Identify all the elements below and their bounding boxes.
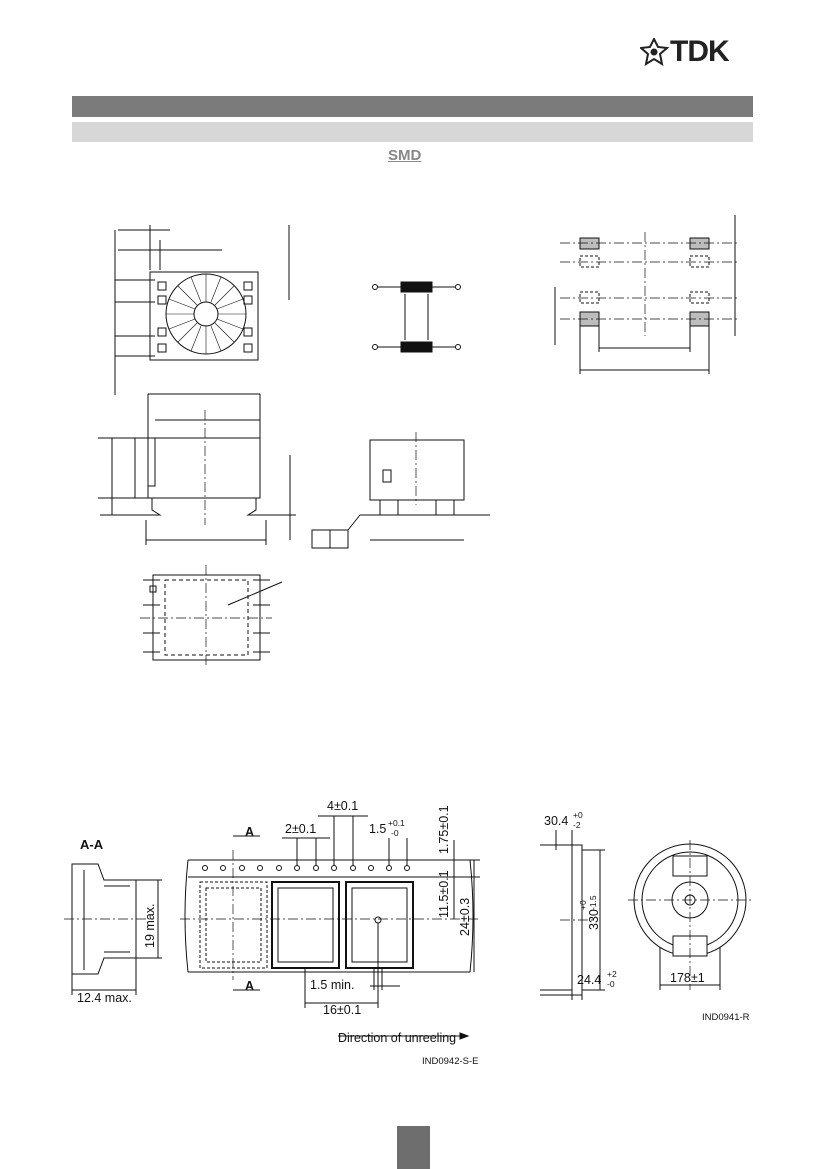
brand-name: TDK [670,35,730,68]
cut-marker-bottom: A [245,979,254,993]
tdk-star-logo-icon [638,36,670,67]
pitch-dim: 4±0.1 [327,799,358,813]
hub-width-sub: -0 [607,979,615,989]
tape-code: IND0942-S-E [422,1056,479,1067]
flange-dim: 30.4 [544,814,568,828]
center-dim: 11.5±0.1 [437,870,451,918]
schematic-drawing [372,281,461,353]
section-label: A-A [80,837,104,852]
reel-code: IND0941-R [702,1012,750,1023]
section-label: SMD [388,147,422,164]
hub-diameter-dim: 178±1 [670,971,705,985]
half-pitch-dim: 2±0.1 [285,822,316,836]
tdk-logo: TDK [638,35,755,68]
top-view-drawing [114,225,290,395]
bottom-view-drawing [140,565,283,668]
page-number-tab [397,1126,430,1169]
hub-width-dim: 24.4 [577,973,601,987]
reel-diameter-sup: +0 [578,900,588,910]
hole-dim-sup: +0.1 [388,818,405,828]
reel-diameter-dim: 330 [587,909,601,930]
hole-dim: 1.5 [369,822,386,836]
component-drawings [98,215,740,668]
min-hole-dim: 1.5 min. [310,978,354,992]
hole-dim-sub: -0 [391,828,399,838]
height-dim: 19 max. [143,904,157,948]
reel-diameter-sub: -1.5 [588,895,598,910]
tape-drawing: A-A A A 4±0.1 2±0.1 1.5 +0.1 -0 1.5 min.… [64,799,480,1067]
flange-dim-sup: +0 [573,810,583,820]
cavity-pitch-dim: 16±0.1 [323,1003,361,1017]
front-view-drawing [311,432,490,549]
reel-drawing: 30.4 +0 -2 330 +0 -1.5 24.4 +2 -0 178±1 … [540,810,752,1023]
flange-dim-sub: -2 [573,820,581,830]
footprint-drawing [554,215,740,374]
side-view-drawing [98,393,296,545]
edge-dim: 1.75±0.1 [437,805,451,854]
subtitle-bar [72,122,753,142]
title-bar [72,96,753,117]
cut-marker-top: A [245,825,254,839]
width-dim: 24±0.3 [458,898,472,936]
direction-label: Direction of unreeling [338,1031,456,1045]
depth-dim: 12.4 max. [77,991,132,1005]
hub-width-sup: +2 [607,969,617,979]
